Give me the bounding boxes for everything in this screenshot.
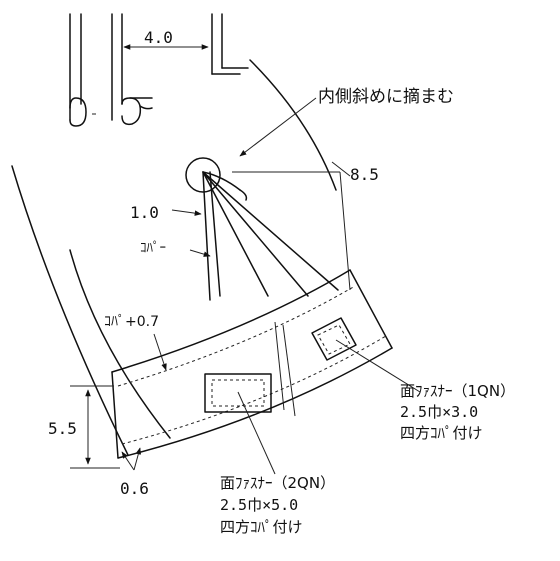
fastener-1qn-patch [311, 317, 357, 361]
dim-5-5-label: 5.5 [48, 419, 77, 438]
dim-1-0-label: 1.0 [130, 203, 159, 222]
cover-offset-label: ｺﾊﾟ+0.7 [104, 314, 159, 330]
cover-offset-arrow [153, 333, 167, 371]
fastener-2qn-leader [237, 391, 276, 475]
cover-band [111, 269, 393, 459]
dim-0-6-arrow-a [121, 451, 135, 471]
outer-body-curve-inner [69, 249, 171, 439]
top-hem-detail [69, 13, 249, 127]
dim-4-label: 4.0 [144, 28, 173, 47]
outer-body-curve-top [249, 59, 337, 191]
dim-8-5-label: 8.5 [350, 165, 379, 184]
fastener-1qn-title: 面ﾌｧｽﾅｰ（1QN） [400, 382, 515, 400]
cover-label: ｺﾊﾟｰ [140, 241, 166, 256]
pinch-note: 内側斜めに摘まむ [318, 87, 454, 107]
fastener-2qn-title: 面ﾌｧｽﾅｰ（2QN） [220, 474, 335, 492]
dim-1-0-arrow [171, 209, 202, 216]
dim-0-6-arrow-b [133, 447, 142, 471]
fastener-1qn-size: 2.5巾×3.0 [400, 403, 478, 421]
fastener-2qn-size: 2.5巾×5.0 [220, 496, 298, 514]
pleat [202, 161, 351, 301]
pinch-leader-arrow [239, 97, 317, 157]
fastener-1qn-leader [335, 339, 421, 393]
fastener-1qn-note: 四方ｺﾊﾟ付け [400, 424, 483, 442]
outer-body-curve-left [11, 165, 129, 456]
fastener-2qn-patch [204, 373, 272, 413]
fastener-2qn-note: 四方ｺﾊﾟ付け [220, 518, 303, 536]
cover-arrow [189, 249, 211, 257]
dim-0-6-label: 0.6 [120, 479, 149, 498]
pinch-circle [185, 157, 221, 193]
